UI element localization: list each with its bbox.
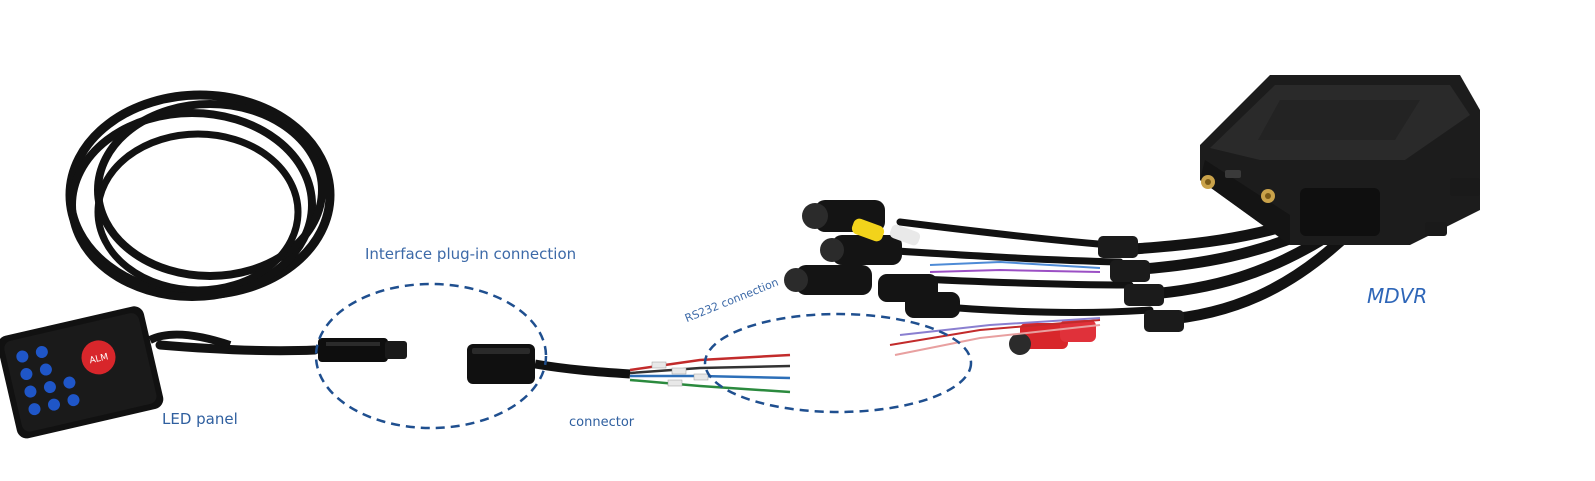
wire-labels [651, 361, 709, 387]
mdvr-molded-connectors [1098, 236, 1184, 332]
interface-highlight-ellipse [314, 282, 548, 430]
alarm-button-label: ALM [89, 352, 110, 366]
rs232-wires [629, 353, 791, 394]
alarm-button [81, 340, 116, 375]
interface-label: Interface plug-in connection [365, 245, 577, 263]
led-panel-device: ALM [0, 306, 232, 439]
coiled-cable [65, 90, 335, 356]
power-wires [889, 260, 1101, 356]
aviation-connectors [784, 200, 1096, 355]
connector-label: connector [569, 415, 635, 430]
led-panel-label: LED panel [162, 410, 238, 428]
panel-button-grid [16, 345, 80, 416]
mdvr-label: MDVR [1367, 284, 1428, 308]
plug-connector-left [318, 338, 407, 362]
plug-connector-middle [467, 344, 631, 384]
rs232-highlight-ellipse [703, 312, 973, 414]
mdvr-device [1200, 75, 1480, 245]
antenna-connector-2 [1261, 189, 1275, 203]
antenna-connector-1 [1201, 175, 1215, 189]
